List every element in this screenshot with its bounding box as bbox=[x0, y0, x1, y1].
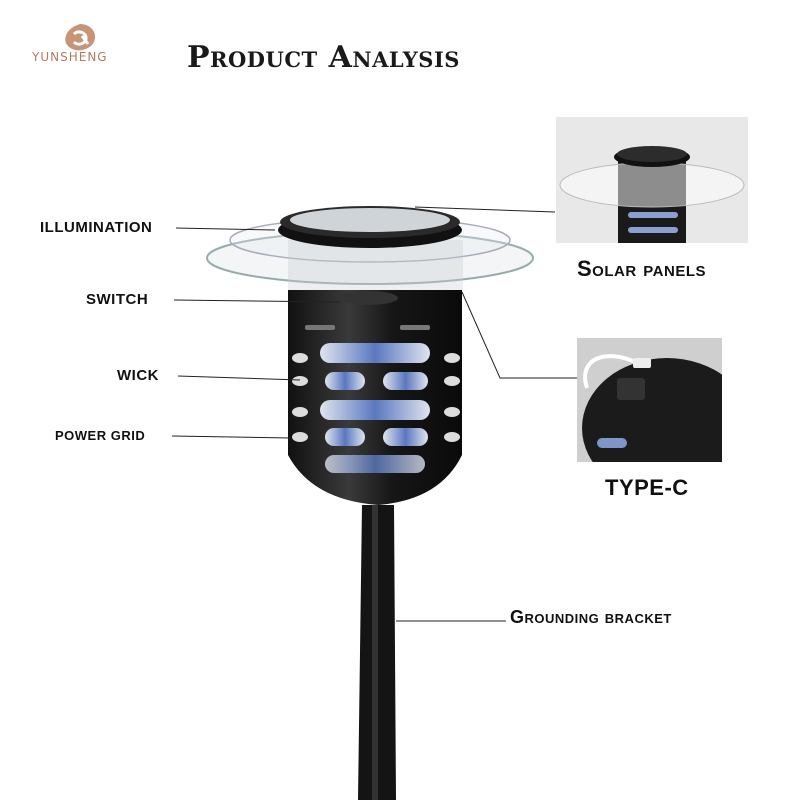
label-illumination: ILLUMINATION bbox=[40, 219, 153, 236]
page-title: Product Analysis bbox=[187, 40, 460, 75]
brand-name: YUNSHENG bbox=[32, 50, 108, 64]
label-type-c: TYPE-C bbox=[605, 475, 689, 500]
brand-logo-icon bbox=[65, 24, 96, 51]
label-wick: WICK bbox=[117, 367, 159, 384]
label-power-grid: POWER GRID bbox=[55, 428, 146, 443]
label-grounding-bracket: Grounding bracket bbox=[510, 607, 672, 627]
solar-panel-inset-image bbox=[556, 117, 748, 243]
type-c-inset-image bbox=[577, 338, 722, 462]
label-switch: SWITCH bbox=[86, 291, 149, 308]
label-solar-panels: Solar panels bbox=[577, 256, 707, 281]
